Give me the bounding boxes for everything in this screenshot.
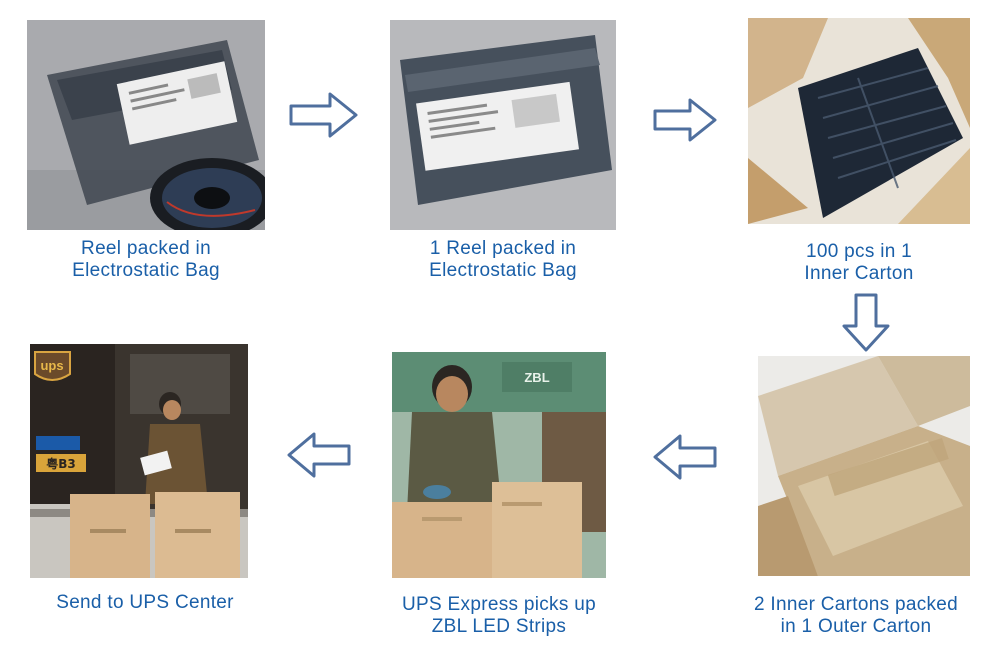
step-1-caption: Reel packed in Electrostatic Bag (72, 238, 220, 281)
step-2-caption: 1 Reel packed in Electrostatic Bag (429, 238, 577, 281)
step-5-caption: UPS Express picks up ZBL LED Strips (402, 594, 596, 637)
step-1-photo (27, 20, 265, 230)
plate-text: 粤B3 (46, 456, 76, 471)
ups-logo-text: ups (40, 358, 63, 373)
step-6-caption: Send to UPS Center (56, 592, 234, 613)
left-arrow-icon (652, 432, 718, 482)
arrow-shape (289, 92, 358, 138)
step-6-photo: ups 粤B3 (30, 344, 248, 578)
left-arrow-icon (286, 430, 352, 480)
right-arrow-icon (288, 90, 360, 140)
down-arrow-icon (840, 292, 892, 354)
right-arrow-icon (652, 96, 718, 144)
step-3-caption: 100 pcs in 1 Inner Carton (804, 241, 914, 284)
step-4-caption: 2 Inner Cartons packed in 1 Outer Carton (753, 594, 959, 637)
step-5-photo: ZBL (392, 352, 606, 578)
step-3-photo (748, 18, 970, 224)
step-2-photo (390, 20, 616, 230)
sign-text: ZBL (524, 370, 549, 385)
step-4-photo (758, 356, 970, 576)
